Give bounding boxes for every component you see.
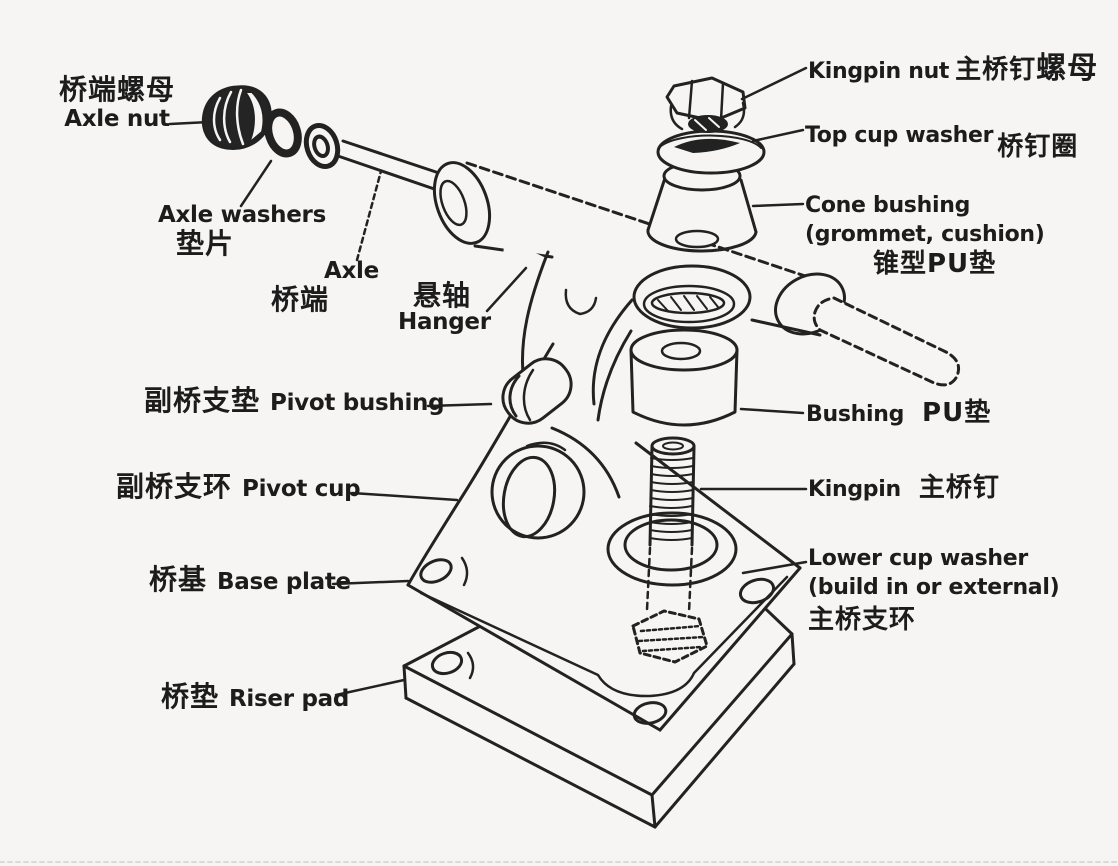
kingpin-drawing xyxy=(631,436,709,664)
base-plate-zh: 桥基 xyxy=(149,563,208,596)
top-cup-washer-en: Top cup washer xyxy=(805,123,994,148)
kingpin-nut-drawing xyxy=(665,76,747,133)
pivot-bushing-drawing xyxy=(501,357,573,425)
label-pivot-cup: 副桥支环 Pivot cup xyxy=(116,470,361,503)
bushing-en: Bushing xyxy=(806,402,905,427)
top-cup-washer-zh: 桥钉圈 xyxy=(997,132,1079,162)
bushing-zh: PU垫 xyxy=(922,398,992,428)
cone-bushing-drawing xyxy=(646,160,758,253)
axle-nut-drawing xyxy=(201,85,272,151)
axle-en: Axle xyxy=(324,258,379,284)
label-pivot-bushing: 副桥支垫 Pivot bushing xyxy=(144,384,445,417)
label-kingpin-nut: Kingpin nut 主桥钉 螺母 xyxy=(808,51,1099,87)
axle-nut-zh: 桥端螺母 xyxy=(58,73,175,106)
pivot-cup-zh: 副桥支环 xyxy=(116,470,233,503)
pivot-cup-en: Pivot cup xyxy=(242,476,361,502)
label-lower-cup-washer: Lower cup washer (build in or external) … xyxy=(808,545,1060,638)
axle-nut-en: Axle nut xyxy=(64,106,170,133)
pivot-bushing-zh: 副桥支垫 xyxy=(144,384,261,417)
label-hanger: 悬轴 Hanger xyxy=(398,279,491,336)
label-cone-bushing: Cone bushing (grommet, cushion) 锥型PU垫 xyxy=(805,191,1045,281)
lower-cup-washer-zh: 主桥支环 xyxy=(808,605,917,636)
base-plate-en: Base plate xyxy=(217,569,351,595)
kingpin-en: Kingpin xyxy=(808,477,901,502)
axle-shaft-drawing xyxy=(336,139,453,195)
kingpin-nut-en: Kingpin nut xyxy=(808,59,950,84)
label-axle-nut: 桥端螺母 Axle nut xyxy=(53,73,181,133)
label-base-plate: 桥基 Base plate xyxy=(149,563,351,596)
kingpin-nut-zh-bold: 螺母 xyxy=(1036,51,1099,86)
label-axle: Axle 桥端 xyxy=(271,258,379,317)
top-cup-washer-drawing xyxy=(656,129,766,175)
bushing-drawing xyxy=(629,328,739,427)
label-axle-washers: Axle washers 垫片 xyxy=(158,202,326,261)
kingpin-zh: 主桥钉 xyxy=(918,473,1000,503)
cone-bushing-en: Cone bushing xyxy=(805,193,971,218)
cone-bushing-zh: 锥型PU垫 xyxy=(873,249,997,280)
axle-zh: 桥端 xyxy=(271,283,330,317)
label-bushing: Bushing PU垫 xyxy=(806,398,992,429)
riser-pad-en: Riser pad xyxy=(229,686,349,712)
hanger-zh: 悬轴 xyxy=(412,279,471,312)
lower-cup-washer-en-note: (build in or external) xyxy=(808,574,1060,600)
pivot-bushing-en: Pivot bushing xyxy=(270,390,445,416)
label-riser-pad: 桥垫 Riser pad xyxy=(161,680,349,713)
lower-cup-washer-drawing xyxy=(606,511,738,587)
leader-lines xyxy=(168,66,808,697)
axle-washers-en: Axle washers xyxy=(158,202,326,228)
label-kingpin: Kingpin 主桥钉 xyxy=(808,473,1000,504)
riser-pad-zh: 桥垫 xyxy=(161,680,220,713)
axle-washers-zh: 垫片 xyxy=(176,227,235,261)
axle-washers-drawing xyxy=(264,108,341,170)
lower-cup-washer-en: Lower cup washer xyxy=(808,546,1028,571)
hanger-en: Hanger xyxy=(398,309,491,336)
kingpin-nut-zh: 主桥钉 xyxy=(955,55,1037,85)
cone-bushing-en-note: (grommet, cushion) xyxy=(805,222,1045,248)
hanger-drawing xyxy=(432,161,961,406)
pivot-cup-drawing xyxy=(490,444,586,540)
